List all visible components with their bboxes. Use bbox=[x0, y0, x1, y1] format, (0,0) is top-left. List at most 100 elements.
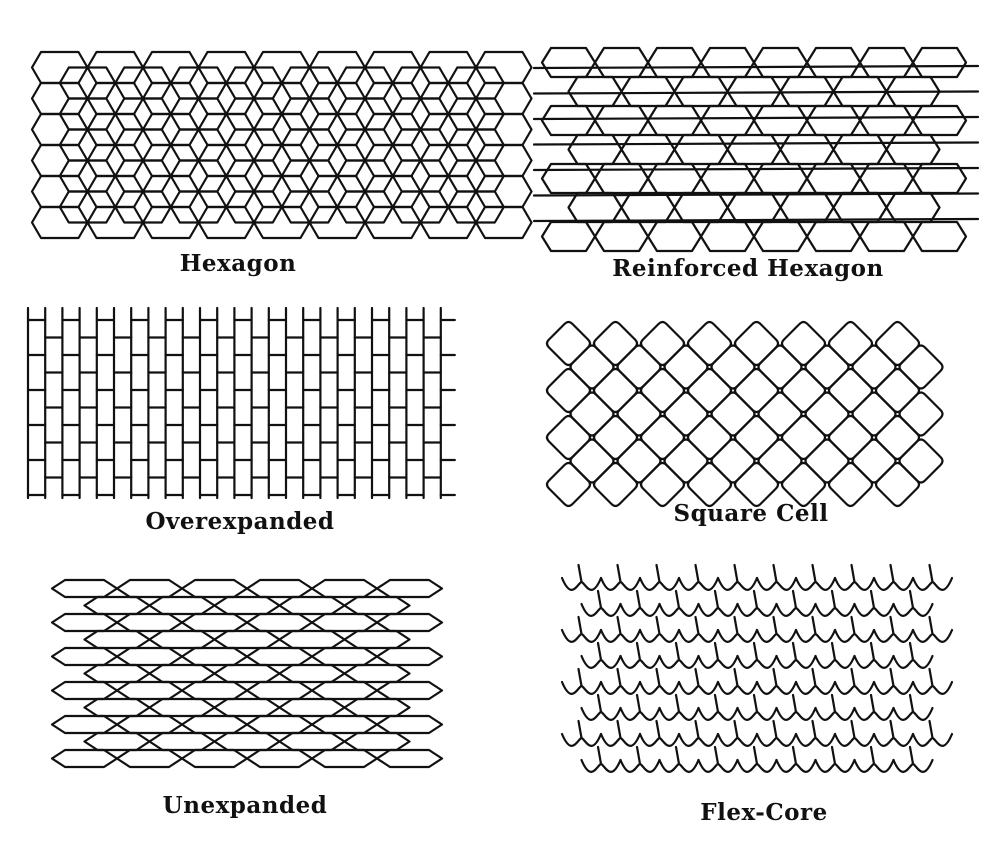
flex-cell-wall bbox=[616, 563, 622, 583]
diamond-cell bbox=[827, 320, 874, 367]
flattened-cell bbox=[83, 731, 151, 752]
flex-cell-wall bbox=[752, 641, 759, 662]
flattened-cell bbox=[278, 663, 346, 684]
flex-cell-wall bbox=[694, 719, 700, 739]
diamond-cell bbox=[616, 344, 662, 390]
flattened-cell bbox=[343, 663, 411, 684]
hexagon-cell bbox=[30, 205, 89, 240]
flattened-cell bbox=[148, 697, 216, 718]
reinforcing-strip bbox=[532, 141, 980, 146]
flex-cell-wall bbox=[889, 719, 895, 739]
flattened-cell bbox=[245, 748, 314, 769]
diamond-cell bbox=[569, 438, 615, 484]
flattened-cell bbox=[115, 612, 184, 633]
flex-cell-wall bbox=[655, 563, 661, 583]
diamond-cell bbox=[686, 367, 733, 414]
flex-cell-wall bbox=[635, 693, 642, 713]
hexagon-cell bbox=[567, 191, 623, 224]
diamond-cell bbox=[686, 320, 733, 367]
diamond-cell bbox=[827, 461, 874, 508]
diamond-cell bbox=[639, 461, 686, 508]
overexpanded-pattern bbox=[26, 306, 456, 500]
diamond-cell bbox=[851, 344, 897, 390]
hexagon-cell bbox=[540, 162, 597, 195]
flex-cell-wall bbox=[830, 589, 837, 610]
flex-cell-wall bbox=[713, 589, 720, 610]
diamond-cell bbox=[757, 391, 803, 437]
flex-cell-wall bbox=[655, 667, 661, 687]
flex-cell-wall bbox=[830, 693, 837, 713]
hexagon-cell bbox=[620, 191, 676, 224]
flex-cell-wall bbox=[850, 615, 856, 636]
flex-cell-wall bbox=[811, 563, 817, 583]
diamond-cell bbox=[804, 438, 850, 484]
hexagon-cell bbox=[567, 133, 623, 166]
hexagon-cell bbox=[805, 46, 862, 79]
flattened-cell bbox=[310, 680, 379, 701]
diamond-cell bbox=[757, 438, 803, 484]
hexagon-cell bbox=[885, 133, 941, 166]
flex-cell-wall bbox=[577, 615, 583, 636]
hexagon-cell bbox=[779, 133, 835, 166]
hexagon-cell bbox=[805, 104, 862, 137]
hexagon-cell bbox=[805, 220, 862, 253]
hexagon-cell bbox=[911, 46, 968, 79]
hexagon-cell bbox=[673, 75, 729, 108]
flex-cell-wall bbox=[577, 563, 583, 583]
flex-cell-wall bbox=[674, 745, 681, 765]
flattened-cell bbox=[83, 663, 151, 684]
flattened-cell bbox=[148, 629, 216, 650]
flex-cell-wall bbox=[616, 615, 622, 636]
square-cell-pattern bbox=[545, 320, 944, 508]
flattened-cell bbox=[278, 595, 346, 616]
flex-cell-wall bbox=[772, 667, 778, 687]
reinforced-hexagon-pattern bbox=[532, 46, 980, 253]
hexagon-cell bbox=[752, 104, 809, 137]
flex-cell-wall bbox=[713, 693, 720, 713]
panel-square-cell: Square Cell bbox=[500, 290, 1000, 550]
diamond-cell bbox=[686, 461, 733, 508]
flex-cell-wall bbox=[928, 615, 934, 636]
diamond-cell bbox=[592, 320, 639, 367]
flex-cell-wall bbox=[908, 745, 915, 765]
flex-cell-wall bbox=[869, 745, 876, 765]
flex-cell-wall bbox=[908, 589, 915, 610]
hexagon-cell bbox=[673, 191, 729, 224]
diamond-cell bbox=[639, 367, 686, 414]
flex-cell-wall bbox=[635, 641, 642, 662]
flattened-cell bbox=[115, 578, 184, 599]
flex-cell-wall bbox=[694, 667, 700, 687]
diamond-cell bbox=[545, 367, 592, 414]
flattened-cell bbox=[50, 612, 119, 633]
diamond-cell bbox=[804, 391, 850, 437]
flattened-cell bbox=[245, 612, 314, 633]
flex-cell-wall bbox=[772, 563, 778, 583]
flex-cell-wall bbox=[577, 719, 583, 739]
flattened-cell bbox=[148, 731, 216, 752]
flattened-cell bbox=[310, 612, 379, 633]
diamond-cell bbox=[663, 391, 709, 437]
diamond-cell bbox=[592, 367, 639, 414]
flex-cell-wall bbox=[596, 589, 603, 610]
flex-cell-wall bbox=[596, 745, 603, 765]
hexagon-cell bbox=[699, 104, 756, 137]
hexagon-cell bbox=[885, 191, 941, 224]
flex-cell-wall bbox=[752, 745, 759, 765]
flattened-cell bbox=[148, 595, 216, 616]
hexagon-cell bbox=[86, 205, 145, 240]
panel-overexpanded: Overexpanded bbox=[0, 290, 500, 550]
diamond-cell bbox=[616, 438, 662, 484]
flattened-cell bbox=[213, 697, 281, 718]
diamond-cell bbox=[545, 461, 592, 508]
flattened-cell bbox=[50, 748, 119, 769]
flex-cell-wall bbox=[772, 719, 778, 739]
diamond-cell bbox=[569, 344, 615, 390]
flattened-cell bbox=[180, 748, 249, 769]
diamond-cell bbox=[851, 391, 897, 437]
flex-cell-wall bbox=[577, 667, 583, 687]
flattened-cell bbox=[375, 646, 444, 667]
flex-cell-wall bbox=[655, 719, 661, 739]
flattened-cell bbox=[148, 663, 216, 684]
flex-cell-wall bbox=[596, 693, 603, 713]
flattened-cell bbox=[213, 663, 281, 684]
